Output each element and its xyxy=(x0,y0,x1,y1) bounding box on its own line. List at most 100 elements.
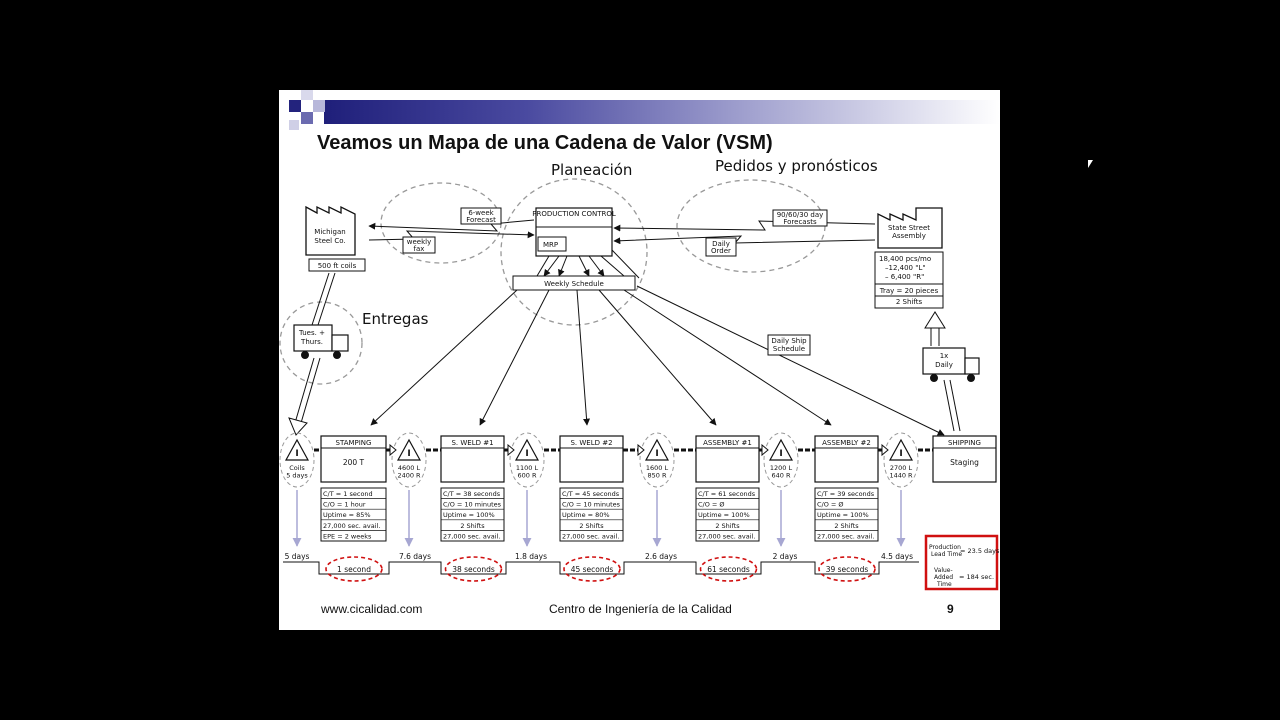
customer-truck-icon xyxy=(922,347,980,382)
data-box xyxy=(559,487,624,542)
process-box xyxy=(814,435,879,483)
data-box-row: 27,000 sec. avail. xyxy=(443,532,500,540)
inventory-circle xyxy=(883,432,919,488)
cycle-time-highlight xyxy=(699,556,758,582)
forecast-box xyxy=(460,207,502,225)
customer-req-3: – 6,400 "R" xyxy=(885,273,924,281)
customer-tray: Tray = 20 pieces xyxy=(879,287,939,295)
header-square xyxy=(289,120,299,130)
footer-website[interactable]: www.cicalidad.com xyxy=(321,602,423,616)
process-box xyxy=(932,435,997,483)
supplier-factory-icon xyxy=(305,205,356,256)
daily-order-line xyxy=(613,235,876,245)
cycle-time-highlight xyxy=(818,556,876,582)
header-square xyxy=(301,112,313,124)
cycle-time-highlight xyxy=(563,556,621,582)
process-name: STAMPING xyxy=(336,439,372,447)
shipment-label-2: Daily xyxy=(935,361,953,369)
timeline-wait: 5 days xyxy=(285,552,310,561)
customer-forecast-2: Forecasts xyxy=(783,218,817,226)
inventory-i-mark: I xyxy=(295,449,298,459)
push-arrow-head xyxy=(761,443,769,457)
inventory-label: 600 R xyxy=(518,472,537,480)
inventory-label: 2400 R xyxy=(397,472,421,480)
customer-name-2: Assembly xyxy=(892,232,926,240)
forecast-label-2: Forecast xyxy=(466,216,496,224)
cycle-time-highlight xyxy=(325,556,383,582)
lead-value: = 23.5 days xyxy=(960,547,1000,555)
data-box-row: C/O = 10 minutes xyxy=(443,501,502,509)
inventory-label: 640 R xyxy=(772,472,791,480)
data-box-row: C/T = 38 seconds xyxy=(443,490,501,498)
process-name: ASSEMBLY #1 xyxy=(703,439,752,447)
customer-shipment-arrow xyxy=(924,311,946,329)
inventory-label: 850 R xyxy=(648,472,667,480)
coils-label: 500 ft coils xyxy=(318,262,357,270)
data-box-row: 27,000 sec. avail. xyxy=(817,532,874,540)
data-box-row: 27,000 sec. avail. xyxy=(562,532,619,540)
label-pedidos: Pedidos y pronósticos xyxy=(715,157,878,175)
data-box-row: Uptime = 100% xyxy=(443,511,495,519)
inventory-circle xyxy=(763,432,799,488)
push-arrow-head xyxy=(507,443,515,457)
inventory-circle xyxy=(279,432,315,488)
lead-label-2: Lead Time xyxy=(931,551,962,558)
inventory-triangle-icon xyxy=(644,438,670,461)
process-box xyxy=(320,435,387,483)
daily-ship-schedule-box xyxy=(767,334,811,356)
push-arrow-head xyxy=(881,443,889,457)
summary-box xyxy=(924,534,999,591)
production-control-label: PRODUCTION CONTROL xyxy=(532,210,616,218)
supplier-truck-icon xyxy=(293,324,349,359)
mrp-label: MRP xyxy=(543,241,558,249)
data-box-row: 2 Shifts xyxy=(579,522,604,530)
data-box-row: Uptime = 80% xyxy=(562,511,610,519)
daily-order-2: Order xyxy=(711,247,731,255)
data-box-row: Uptime = 100% xyxy=(698,511,750,519)
mrp-box xyxy=(537,236,567,252)
timeline-cycle: 39 seconds xyxy=(826,565,869,574)
coils-box xyxy=(308,258,366,272)
weekly-schedule-label: Weekly Schedule xyxy=(544,280,604,288)
customer-requirements-box xyxy=(874,251,944,309)
data-box-row: C/T = 45 seconds xyxy=(562,490,620,498)
header-square xyxy=(313,100,325,112)
customer-req-1: 18,400 pcs/mo xyxy=(879,255,931,263)
va-value: = 184 sec. xyxy=(959,573,994,581)
supplier-name-2: Steel Co. xyxy=(314,237,345,245)
inventory-i-mark: I xyxy=(407,449,410,459)
forecast-label-1: 6-week xyxy=(468,209,494,217)
inventory-label: 1200 L xyxy=(770,464,793,472)
timeline-cycle: 45 seconds xyxy=(571,565,614,574)
timeline-wait: 1.8 days xyxy=(515,552,547,561)
timeline-cycle: 61 seconds xyxy=(707,565,750,574)
schedule-arrows xyxy=(370,285,945,436)
daily-ship-schedule-1: Daily Ship xyxy=(771,337,807,345)
mouse-cursor-icon xyxy=(1088,160,1093,168)
data-box-row: 2 Shifts xyxy=(834,522,859,530)
header-square xyxy=(289,100,301,112)
daily-ship-schedule-2: Schedule xyxy=(773,345,805,353)
data-box-row: 2 Shifts xyxy=(715,522,740,530)
process-inner: Staging xyxy=(950,458,979,467)
inventory-circle xyxy=(391,432,427,488)
va-label-3: Time xyxy=(936,581,952,588)
label-entregas: Entregas xyxy=(362,310,429,328)
push-arrow-head xyxy=(637,443,645,457)
footer-center: Centro de Ingeniería de la Calidad xyxy=(549,602,732,616)
daily-order-1: Daily xyxy=(712,240,730,248)
inventory-label: Coils xyxy=(289,464,305,472)
inventory-triangle-icon xyxy=(888,438,914,461)
data-box-row: C/O = 10 minutes xyxy=(562,501,621,509)
customer-forecast-1: 90/60/30 day xyxy=(777,211,824,219)
daily-order-box xyxy=(705,237,737,257)
process-name: S. WELD #2 xyxy=(570,439,612,447)
supplier-name-1: Michigan xyxy=(314,228,345,236)
data-box xyxy=(440,487,505,542)
data-box-row: Uptime = 85% xyxy=(323,511,371,519)
data-box-row: Uptime = 100% xyxy=(817,511,869,519)
inventory-i-mark: I xyxy=(899,449,902,459)
